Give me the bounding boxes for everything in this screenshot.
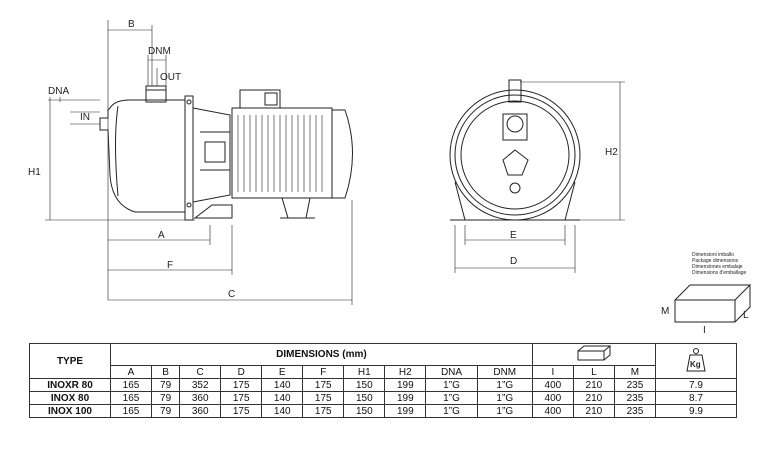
column-header: L (572, 365, 615, 379)
label-h1: H1 (28, 167, 41, 178)
package-note-en: Package dimensions (692, 258, 739, 264)
row-type-name: INOXR 80 (29, 378, 111, 392)
dimensions-table: TYPE DIMENSIONS (mm) Kg (29, 343, 737, 418)
svg-text:Kg: Kg (690, 360, 701, 369)
table-cell: 210 (572, 391, 615, 405)
table-cell: 400 (531, 378, 574, 392)
table-cell: 235 (613, 378, 657, 392)
table-cell: 199 (384, 391, 427, 405)
table-cell: 79 (151, 391, 181, 405)
table-cell: 175 (220, 404, 263, 418)
table-cell: 1”G (476, 404, 533, 418)
label-e: E (510, 230, 517, 241)
dimensions-header: DIMENSIONS (mm) (110, 343, 533, 366)
package-note-it: Dimensioni imballo (692, 252, 734, 258)
table-cell: 140 (261, 404, 304, 418)
table-cell: 199 (384, 378, 427, 392)
table-cell: 1”G (476, 391, 533, 405)
weight-icon: Kg (686, 347, 706, 371)
table-cell: 235 (613, 404, 657, 418)
table-cell: 210 (572, 404, 615, 418)
column-header: H1 (343, 365, 386, 379)
table-cell: 1”G (425, 378, 478, 392)
column-header: D (220, 365, 263, 379)
technical-drawing: B DNM OUT DNA IN H1 A F C H2 E D M L I D… (28, 19, 752, 336)
table-cell: 360 (179, 404, 222, 418)
type-header: TYPE (29, 343, 111, 379)
table-cell: 175 (220, 391, 263, 405)
package-header (531, 343, 657, 366)
label-l: L (743, 310, 749, 321)
table-cell: 150 (343, 378, 386, 392)
table-cell: 140 (261, 378, 304, 392)
column-header: E (261, 365, 304, 379)
table-cell: 165 (109, 378, 153, 392)
weight-header: Kg (655, 343, 737, 379)
table-cell: 199 (384, 404, 427, 418)
table-cell: 352 (179, 378, 222, 392)
row-type-name: INOX 80 (29, 391, 111, 405)
table-cell: 79 (151, 378, 181, 392)
table-cell: 175 (302, 391, 345, 405)
column-header: DNM (476, 365, 533, 379)
package-note-es: Dimensiones embalaje (692, 264, 743, 270)
table-cell: 1”G (425, 404, 478, 418)
label-b: B (128, 19, 135, 30)
column-header: I (531, 365, 574, 379)
table-cell: 210 (572, 378, 615, 392)
column-header: M (613, 365, 657, 379)
column-header: A (109, 365, 153, 379)
label-a: A (158, 230, 165, 241)
weight-cell: 9.9 (655, 404, 737, 418)
package-icon (577, 345, 612, 361)
label-f: F (167, 260, 173, 271)
label-m: M (661, 306, 669, 317)
column-header: DNA (425, 365, 478, 379)
label-dna: DNA (48, 86, 69, 97)
table-cell: 1”G (476, 378, 533, 392)
table-cell: 175 (302, 404, 345, 418)
column-header: H2 (384, 365, 427, 379)
table-cell: 140 (261, 391, 304, 405)
table-cell: 235 (613, 391, 657, 405)
pump-side-view (99, 85, 353, 221)
table-cell: 150 (343, 404, 386, 418)
table-cell: 400 (531, 391, 574, 405)
label-d: D (510, 256, 517, 267)
package-note-fr: Dimensions d'emballage (692, 270, 747, 276)
pump-front-view (449, 79, 581, 221)
label-out: OUT (160, 72, 181, 83)
label-dnm: DNM (148, 46, 171, 57)
label-i: I (703, 325, 706, 336)
table-cell: 175 (302, 378, 345, 392)
weight-cell: 8.7 (655, 391, 737, 405)
column-header: F (302, 365, 345, 379)
table-cell: 150 (343, 391, 386, 405)
column-header: C (179, 365, 222, 379)
weight-cell: 7.9 (655, 378, 737, 392)
table-cell: 165 (109, 391, 153, 405)
label-in: IN (80, 112, 90, 123)
table-cell: 400 (531, 404, 574, 418)
row-type-name: INOX 100 (29, 404, 111, 418)
table-cell: 79 (151, 404, 181, 418)
table-cell: 175 (220, 378, 263, 392)
package-box (674, 284, 752, 323)
table-cell: 360 (179, 391, 222, 405)
table-cell: 165 (109, 404, 153, 418)
column-header: B (151, 365, 181, 379)
label-c: C (228, 289, 235, 300)
label-h2: H2 (605, 147, 618, 158)
table-cell: 1”G (425, 391, 478, 405)
